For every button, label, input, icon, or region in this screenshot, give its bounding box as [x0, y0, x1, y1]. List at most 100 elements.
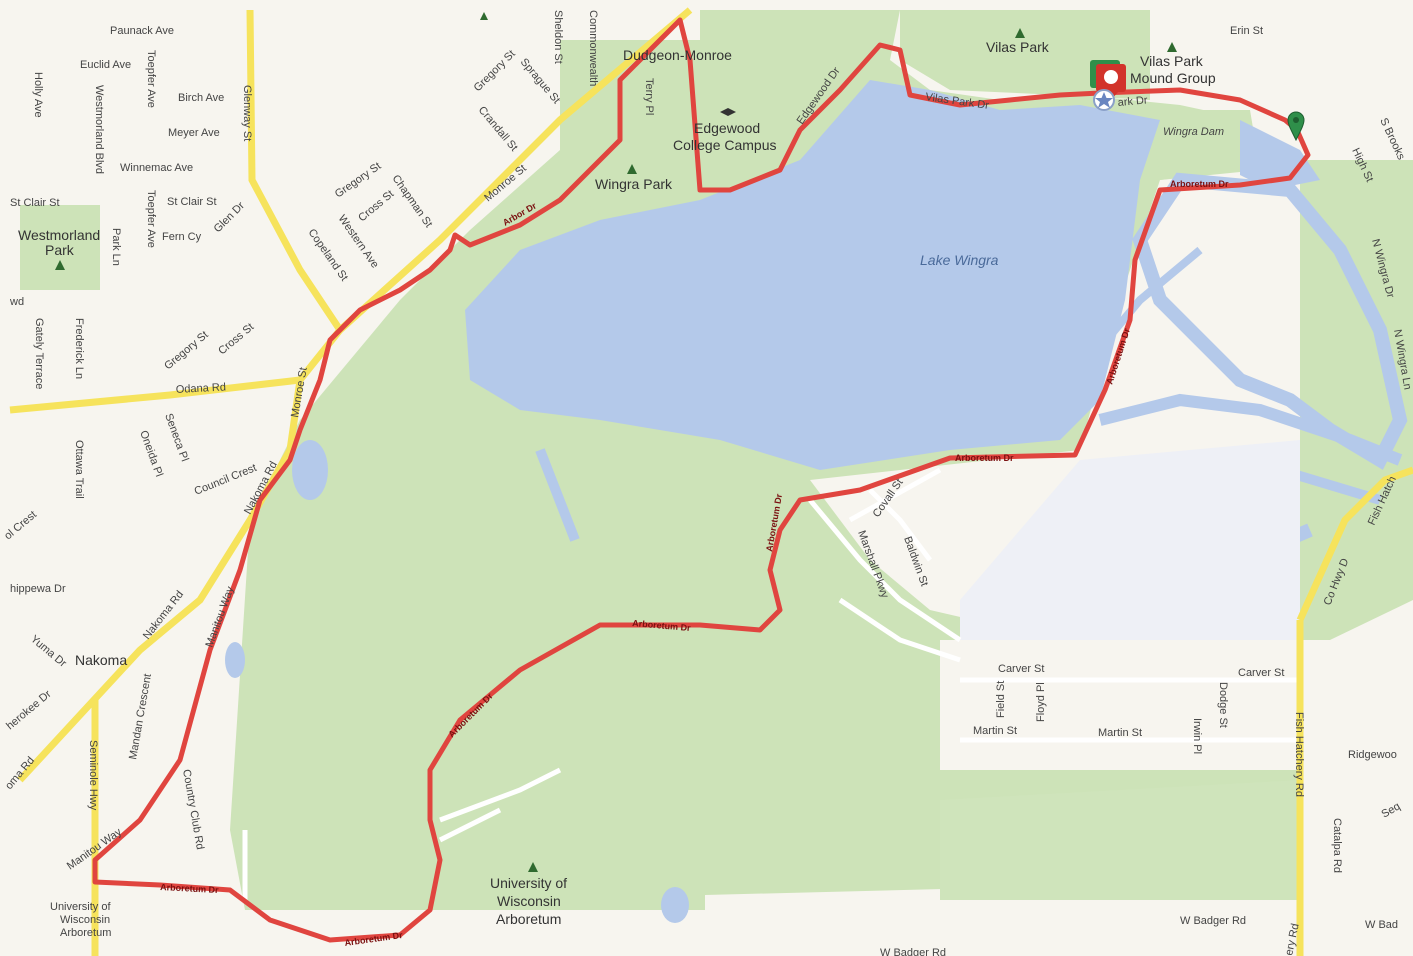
street-label: W Badger Rd — [880, 947, 946, 956]
wingra-park-label: Wingra Park — [595, 176, 673, 192]
street-label: Sheldon St — [552, 10, 564, 64]
street-label: Frederick Ln — [73, 318, 85, 379]
vilas-mound-area — [1150, 110, 1260, 180]
street-label: Martin St — [973, 725, 1017, 737]
uw-arboretum-small-3: Arboretum — [60, 927, 111, 939]
uw-arboretum-label-1: University of — [490, 875, 567, 891]
route-label: Arboretum Dr — [160, 882, 219, 895]
street-label: Fish Hatchery Rd — [1293, 712, 1305, 797]
street-label: Carver St — [1238, 667, 1284, 679]
star-icon — [1095, 92, 1113, 108]
co-hwy-d — [1296, 466, 1413, 622]
marsh-channel-1 — [1098, 393, 1403, 466]
lake-wingra — [465, 80, 1160, 470]
street-label: Paunack Ave — [110, 25, 174, 37]
nakoma-label: Nakoma — [75, 652, 127, 668]
dam-label: Wingra Dam — [1163, 126, 1224, 138]
street-label: Gately Terrace — [33, 318, 45, 389]
south-park-area — [940, 780, 1300, 900]
residential-block — [245, 10, 560, 250]
edgewood-label-2: College Campus — [673, 137, 777, 153]
mound-group-label-1: Vilas Park — [1140, 53, 1204, 69]
small-pond-3 — [661, 887, 689, 923]
street-label: Westmorland Blvd — [93, 85, 105, 174]
street-label: Field St — [995, 681, 1007, 718]
street-label: Dodge St — [1217, 682, 1229, 728]
south-block — [705, 900, 1413, 956]
street-label: Irwin Pl — [1191, 718, 1203, 754]
dudgeon-monroe-label: Dudgeon-Monroe — [623, 47, 732, 63]
street-label: wd — [9, 296, 24, 308]
street-label: Odana Rd — [176, 381, 227, 396]
street-label: Euclid Ave — [80, 59, 131, 71]
street-label: Catalpa Rd — [1331, 818, 1343, 873]
westmorland-park — [20, 205, 100, 290]
street-label: Martin St — [1098, 727, 1142, 739]
uw-arboretum-label-3: Arboretum — [496, 911, 561, 927]
place-labels: Lake Wingra Wingra Dam Vilas Park Vilas … — [18, 39, 1224, 939]
street-label: Erin St — [1230, 25, 1263, 37]
vilas-park-label: Vilas Park — [986, 39, 1050, 55]
street-label: Terry Pl — [643, 78, 655, 115]
street-label: Birch Ave — [178, 92, 224, 104]
street-label: Holly Ave — [32, 72, 44, 118]
street-label: Glenway St — [241, 85, 253, 141]
tree-icon — [528, 862, 538, 872]
street-label: St Clair St — [167, 196, 217, 208]
graduation-cap-icon — [720, 108, 736, 116]
tree-icon — [1167, 42, 1177, 52]
route-label: Arboretum Dr — [1170, 179, 1229, 189]
tree-icon — [55, 260, 65, 270]
green-pin-icon[interactable] — [1287, 111, 1305, 142]
street-label: W Bad — [1365, 919, 1398, 931]
route-label: Arboretum Dr — [955, 453, 1014, 463]
wingra-park-area — [560, 40, 700, 215]
glenway-st — [246, 9, 343, 332]
westmorland-park-label-1: Westmorland — [18, 227, 100, 243]
vilas-park-area — [900, 10, 1150, 100]
major-roads — [9, 7, 1413, 956]
edgewood-label-1: Edgewood — [694, 120, 760, 136]
street-label: Park Ln — [110, 228, 122, 266]
minor-streets — [242, 467, 1300, 900]
street-label: Meyer Ave — [168, 127, 220, 139]
start-marker[interactable] — [1090, 60, 1126, 111]
stream — [535, 448, 580, 542]
uw-arboretum-label-2: Wisconsin — [497, 893, 561, 909]
monroe-nakoma-road — [17, 7, 693, 783]
street-label: ark Dr — [1117, 94, 1148, 109]
street-label: Winnemac Ave — [120, 162, 193, 174]
uw-arboretum-small-2: Wisconsin — [60, 914, 110, 926]
route-line[interactable] — [92, 17, 1311, 943]
tree-icon — [1015, 28, 1025, 38]
marsh-open — [960, 440, 1300, 640]
street-label: Commonwealth — [587, 10, 599, 86]
dam-pond — [1240, 120, 1320, 190]
mound-group-label-2: Mound Group — [1130, 70, 1216, 86]
street-label: hippewa Dr — [10, 583, 66, 595]
uw-arboretum-small-1: University of — [50, 901, 111, 913]
street-label: Toepfer Ave — [145, 190, 157, 248]
marsh-channel-4 — [1086, 246, 1203, 363]
lake-label: Lake Wingra — [920, 252, 999, 268]
odana-rd — [9, 376, 301, 414]
east-marsh-area — [1300, 160, 1413, 640]
small-pond-2 — [225, 642, 245, 678]
map-icons — [55, 12, 1177, 872]
end-marker[interactable] — [1287, 111, 1305, 142]
street-label: Floyd Pl — [1035, 682, 1047, 722]
street-label: St Clair St — [10, 197, 60, 209]
carver-neighborhood — [940, 640, 1300, 770]
tree-icon — [627, 164, 637, 174]
street-label: W Badger Rd — [1180, 915, 1246, 927]
westmorland-park-label-2: Park — [45, 242, 75, 258]
street-label: Fern Cy — [162, 231, 202, 243]
street-label: Ottawa Trail — [73, 440, 85, 499]
street-label: Carver St — [998, 663, 1044, 675]
tree-icon — [480, 12, 488, 20]
street-label: Ridgewoo — [1348, 749, 1397, 761]
street-label: Toepfer Ave — [145, 50, 157, 108]
street-label: Seminole Hwy — [87, 740, 99, 811]
